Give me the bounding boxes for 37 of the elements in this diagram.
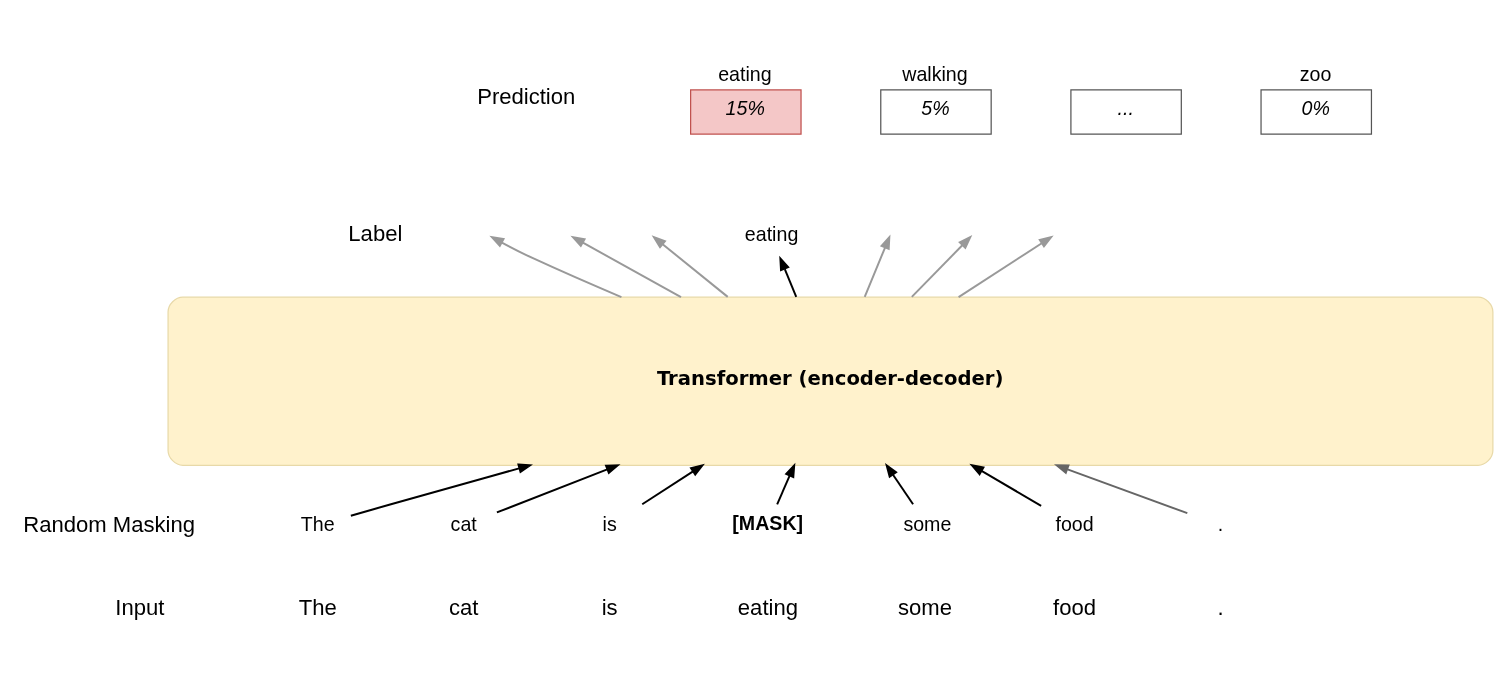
label: The: [298, 595, 337, 621]
label: is: [601, 595, 618, 621]
node-text: food: [1055, 513, 1094, 536]
node-text: eating: [744, 222, 798, 245]
label: Label: [347, 221, 402, 247]
arrow: [495, 464, 620, 514]
node-text: is: [602, 513, 617, 536]
arrow: [1053, 464, 1188, 515]
node-text: some: [902, 513, 951, 536]
arrow: [884, 462, 914, 506]
arrow: [863, 234, 890, 298]
arrow: [569, 235, 682, 299]
label: food: [1052, 595, 1096, 621]
label: Random Masking: [22, 511, 195, 537]
node-text: cat: [450, 513, 477, 536]
arrow: [778, 255, 797, 298]
arrow: [775, 462, 795, 506]
arrow: [968, 463, 1042, 507]
node-text: [MASK]: [731, 512, 803, 535]
arrow: [349, 463, 533, 517]
node-label: eating: [717, 63, 772, 86]
arrow: [910, 235, 972, 298]
node-box: Transformer (encoder-decoder): [166, 296, 1493, 466]
label: some: [897, 595, 952, 621]
arrow: [488, 235, 622, 299]
arrow: [651, 235, 729, 298]
node-label: zoo: [1299, 63, 1331, 86]
label: .: [1216, 595, 1224, 621]
label: cat: [448, 595, 478, 621]
node-text: The: [300, 513, 335, 536]
label: eating: [737, 595, 798, 621]
node-label: walking: [901, 63, 968, 86]
label: Input: [114, 595, 164, 621]
node-text: .: [1217, 513, 1223, 536]
arrow: [957, 235, 1054, 299]
arrow: [640, 463, 705, 506]
label: Prediction: [476, 83, 575, 109]
